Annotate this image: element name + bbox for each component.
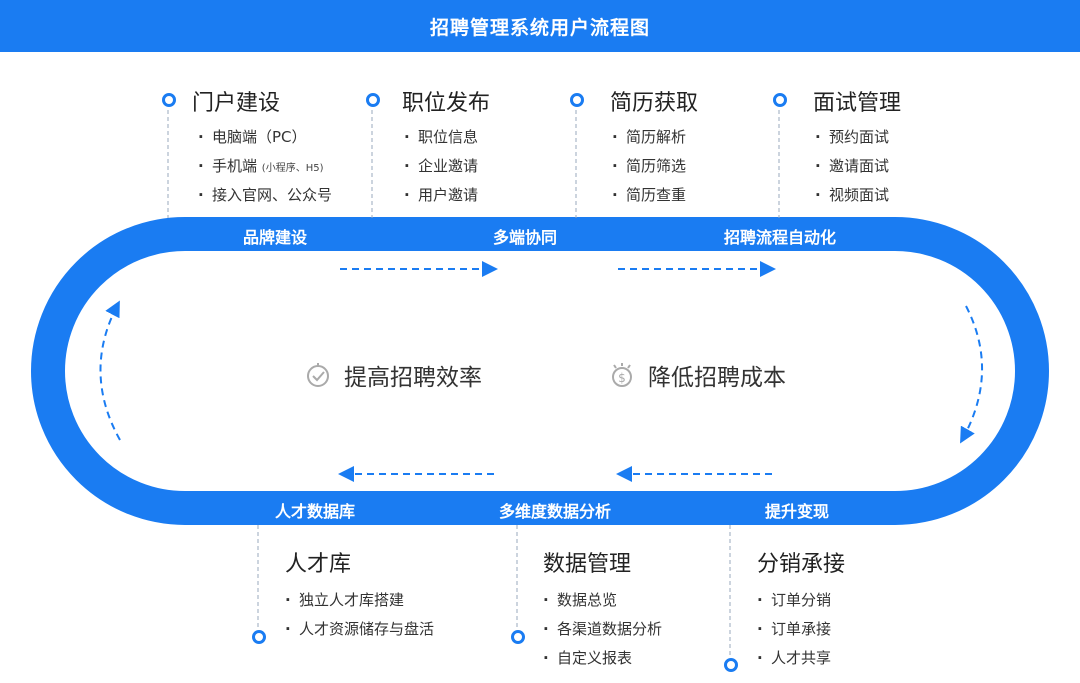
list-item: 独立人才库搭建 xyxy=(285,586,434,615)
block-title: 门户建设 xyxy=(192,91,281,116)
block-title: 面试管理 xyxy=(813,91,902,116)
node-dot xyxy=(511,630,525,644)
center-cost: $ 降低招聘成本 xyxy=(608,358,786,392)
list-item: 订单承接 xyxy=(757,615,845,644)
list-item: 接入官网、公众号 xyxy=(198,181,332,210)
block-resume: 简历获取 简历解析 简历筛选 简历查重 xyxy=(610,85,698,210)
center-efficiency: 提高招聘效率 xyxy=(304,358,482,392)
list-item: 企业邀请 xyxy=(404,152,490,181)
dollar-coin-icon: $ xyxy=(612,363,632,387)
list-item: 用户邀请 xyxy=(404,181,490,210)
ring-label-talent-db: 人才数据库 xyxy=(274,502,356,521)
list-item: 邀请面试 xyxy=(815,152,901,181)
flow-arrow-left xyxy=(99,300,121,441)
flow-arrow-right xyxy=(960,305,984,444)
block-interview: 面试管理 预约面试 邀请面试 视频面试 xyxy=(813,85,901,210)
block-talent-pool: 人才库 独立人才库搭建 人才资源储存与盘活 xyxy=(285,546,434,644)
ring-label-multi-end: 多端协同 xyxy=(492,228,558,247)
list-item: 自定义报表 xyxy=(543,644,662,673)
list-item: 人才共享 xyxy=(757,644,845,673)
list-item: 简历解析 xyxy=(612,123,698,152)
list-item: 人才资源储存与盘活 xyxy=(285,615,434,644)
list-item: 手机端 (小程序、H5) xyxy=(198,152,332,181)
block-title: 人才库 xyxy=(285,552,352,577)
center-cost-label: 降低招聘成本 xyxy=(648,365,786,391)
node-dot xyxy=(570,93,584,107)
block-distribution: 分销承接 订单分销 订单承接 人才共享 xyxy=(757,546,845,673)
block-title: 分销承接 xyxy=(757,552,846,577)
block-title: 数据管理 xyxy=(543,552,632,577)
block-title: 职位发布 xyxy=(402,91,491,116)
list-item: 电脑端（PC） xyxy=(198,123,332,152)
block-title: 简历获取 xyxy=(610,91,699,116)
list-item: 数据总览 xyxy=(543,586,662,615)
node-dot xyxy=(773,93,787,107)
list-item: 订单分销 xyxy=(757,586,845,615)
list-item: 各渠道数据分析 xyxy=(543,615,662,644)
clock-check-icon xyxy=(307,363,329,387)
list-item: 简历查重 xyxy=(612,181,698,210)
list-item: 视频面试 xyxy=(815,181,901,210)
block-data-management: 数据管理 数据总览 各渠道数据分析 自定义报表 xyxy=(543,546,662,673)
ring-track xyxy=(31,217,1049,525)
node-dot xyxy=(162,93,176,107)
page-title: 招聘管理系统用户流程图 xyxy=(429,16,650,39)
block-job-post: 职位发布 职位信息 企业邀请 用户邀请 xyxy=(402,85,490,210)
ring-label-data-analysis: 多维度数据分析 xyxy=(498,502,612,521)
svg-text:$: $ xyxy=(618,371,626,385)
list-item: 简历筛选 xyxy=(612,152,698,181)
ring-label-brand: 品牌建设 xyxy=(242,228,308,247)
page-header: 招聘管理系统用户流程图 xyxy=(0,0,1080,52)
center-efficiency-label: 提高招聘效率 xyxy=(344,365,482,391)
list-item: 预约面试 xyxy=(815,123,901,152)
list-item: 职位信息 xyxy=(404,123,490,152)
block-portal: 门户建设 电脑端（PC） 手机端 (小程序、H5) 接入官网、公众号 xyxy=(192,85,332,210)
node-dot xyxy=(252,630,266,644)
node-dot xyxy=(366,93,380,107)
node-dot xyxy=(724,658,738,672)
ring-label-monetize: 提升变现 xyxy=(764,502,830,521)
ring-label-automation: 招聘流程自动化 xyxy=(723,228,837,247)
